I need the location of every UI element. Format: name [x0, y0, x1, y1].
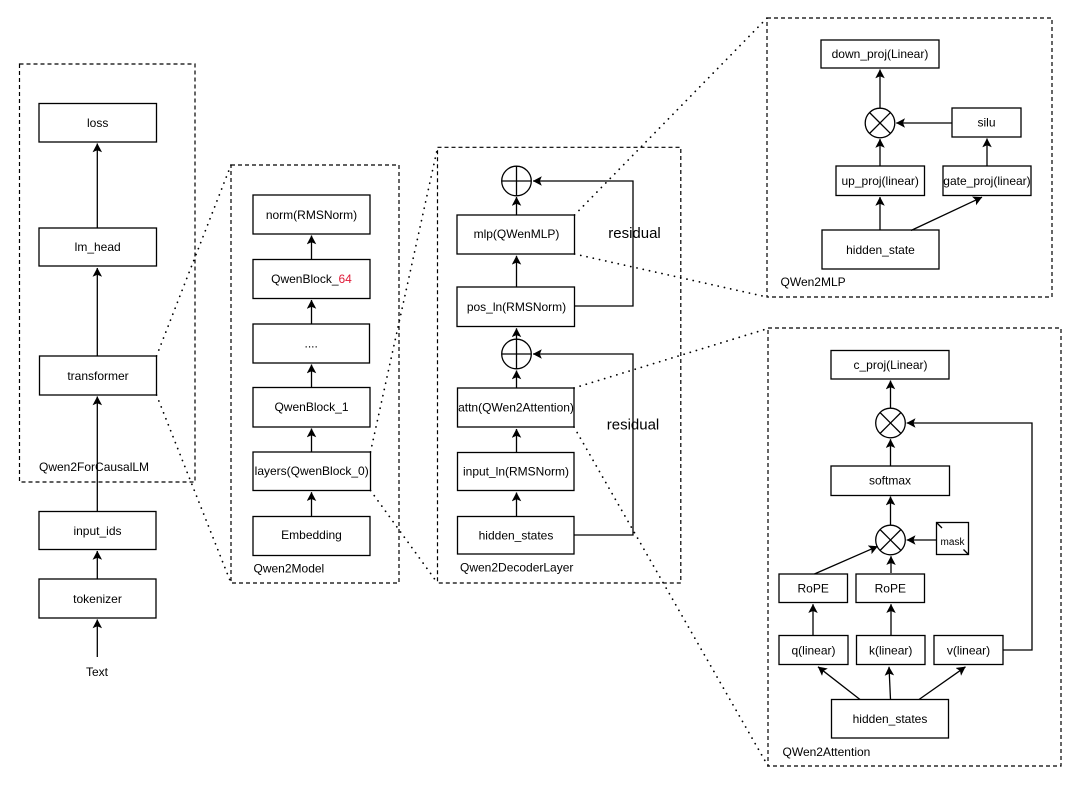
svg-text:up_proj(linear): up_proj(linear) [842, 174, 919, 188]
svg-text:Qwen2Model: Qwen2Model [254, 562, 325, 576]
svg-text:mask: mask [941, 537, 966, 548]
svg-text:Qwen2ForCausalLM: Qwen2ForCausalLM [39, 460, 149, 474]
svg-text:hidden_state: hidden_state [846, 243, 915, 257]
svg-text:v(linear): v(linear) [947, 644, 990, 658]
svg-text:RoPE: RoPE [875, 582, 906, 596]
svg-text:c_proj(Linear): c_proj(Linear) [853, 358, 927, 372]
svg-text:QWen2Attention: QWen2Attention [783, 745, 871, 759]
svg-text:k(linear): k(linear) [869, 644, 912, 658]
svg-text:Embedding: Embedding [281, 528, 342, 542]
svg-text:mlp(QWenMLP): mlp(QWenMLP) [474, 227, 560, 241]
svg-text:tokenizer: tokenizer [73, 592, 122, 606]
svg-text:down_proj(Linear): down_proj(Linear) [832, 47, 929, 61]
svg-text:residual: residual [608, 225, 661, 242]
svg-text:lm_head: lm_head [75, 240, 121, 254]
svg-text:RoPE: RoPE [798, 582, 829, 596]
svg-text:hidden_states: hidden_states [479, 529, 554, 543]
svg-text:....: .... [305, 337, 318, 351]
svg-text:softmax: softmax [869, 474, 911, 488]
svg-text:silu: silu [977, 116, 995, 130]
svg-text:loss: loss [87, 116, 108, 130]
svg-text:input_ids: input_ids [73, 524, 121, 538]
svg-text:QwenBlock_1: QwenBlock_1 [274, 400, 348, 414]
svg-text:q(linear): q(linear) [791, 644, 835, 658]
svg-text:layers(QwenBlock_0): layers(QwenBlock_0) [255, 464, 369, 478]
svg-text:transformer: transformer [67, 369, 128, 383]
svg-text:QWen2MLP: QWen2MLP [781, 275, 846, 289]
svg-text:norm(RMSNorm): norm(RMSNorm) [266, 208, 357, 222]
svg-text:pos_ln(RMSNorm): pos_ln(RMSNorm) [467, 300, 566, 314]
svg-text:gate_proj(linear): gate_proj(linear) [943, 174, 1030, 188]
svg-text:Text: Text [86, 665, 109, 679]
svg-text:QwenBlock_64: QwenBlock_64 [271, 272, 352, 286]
svg-text:hidden_states: hidden_states [853, 712, 928, 726]
svg-text:attn(QWen2Attention): attn(QWen2Attention) [458, 401, 574, 415]
svg-text:Qwen2DecoderLayer: Qwen2DecoderLayer [460, 561, 573, 575]
svg-text:input_ln(RMSNorm): input_ln(RMSNorm) [463, 465, 569, 479]
